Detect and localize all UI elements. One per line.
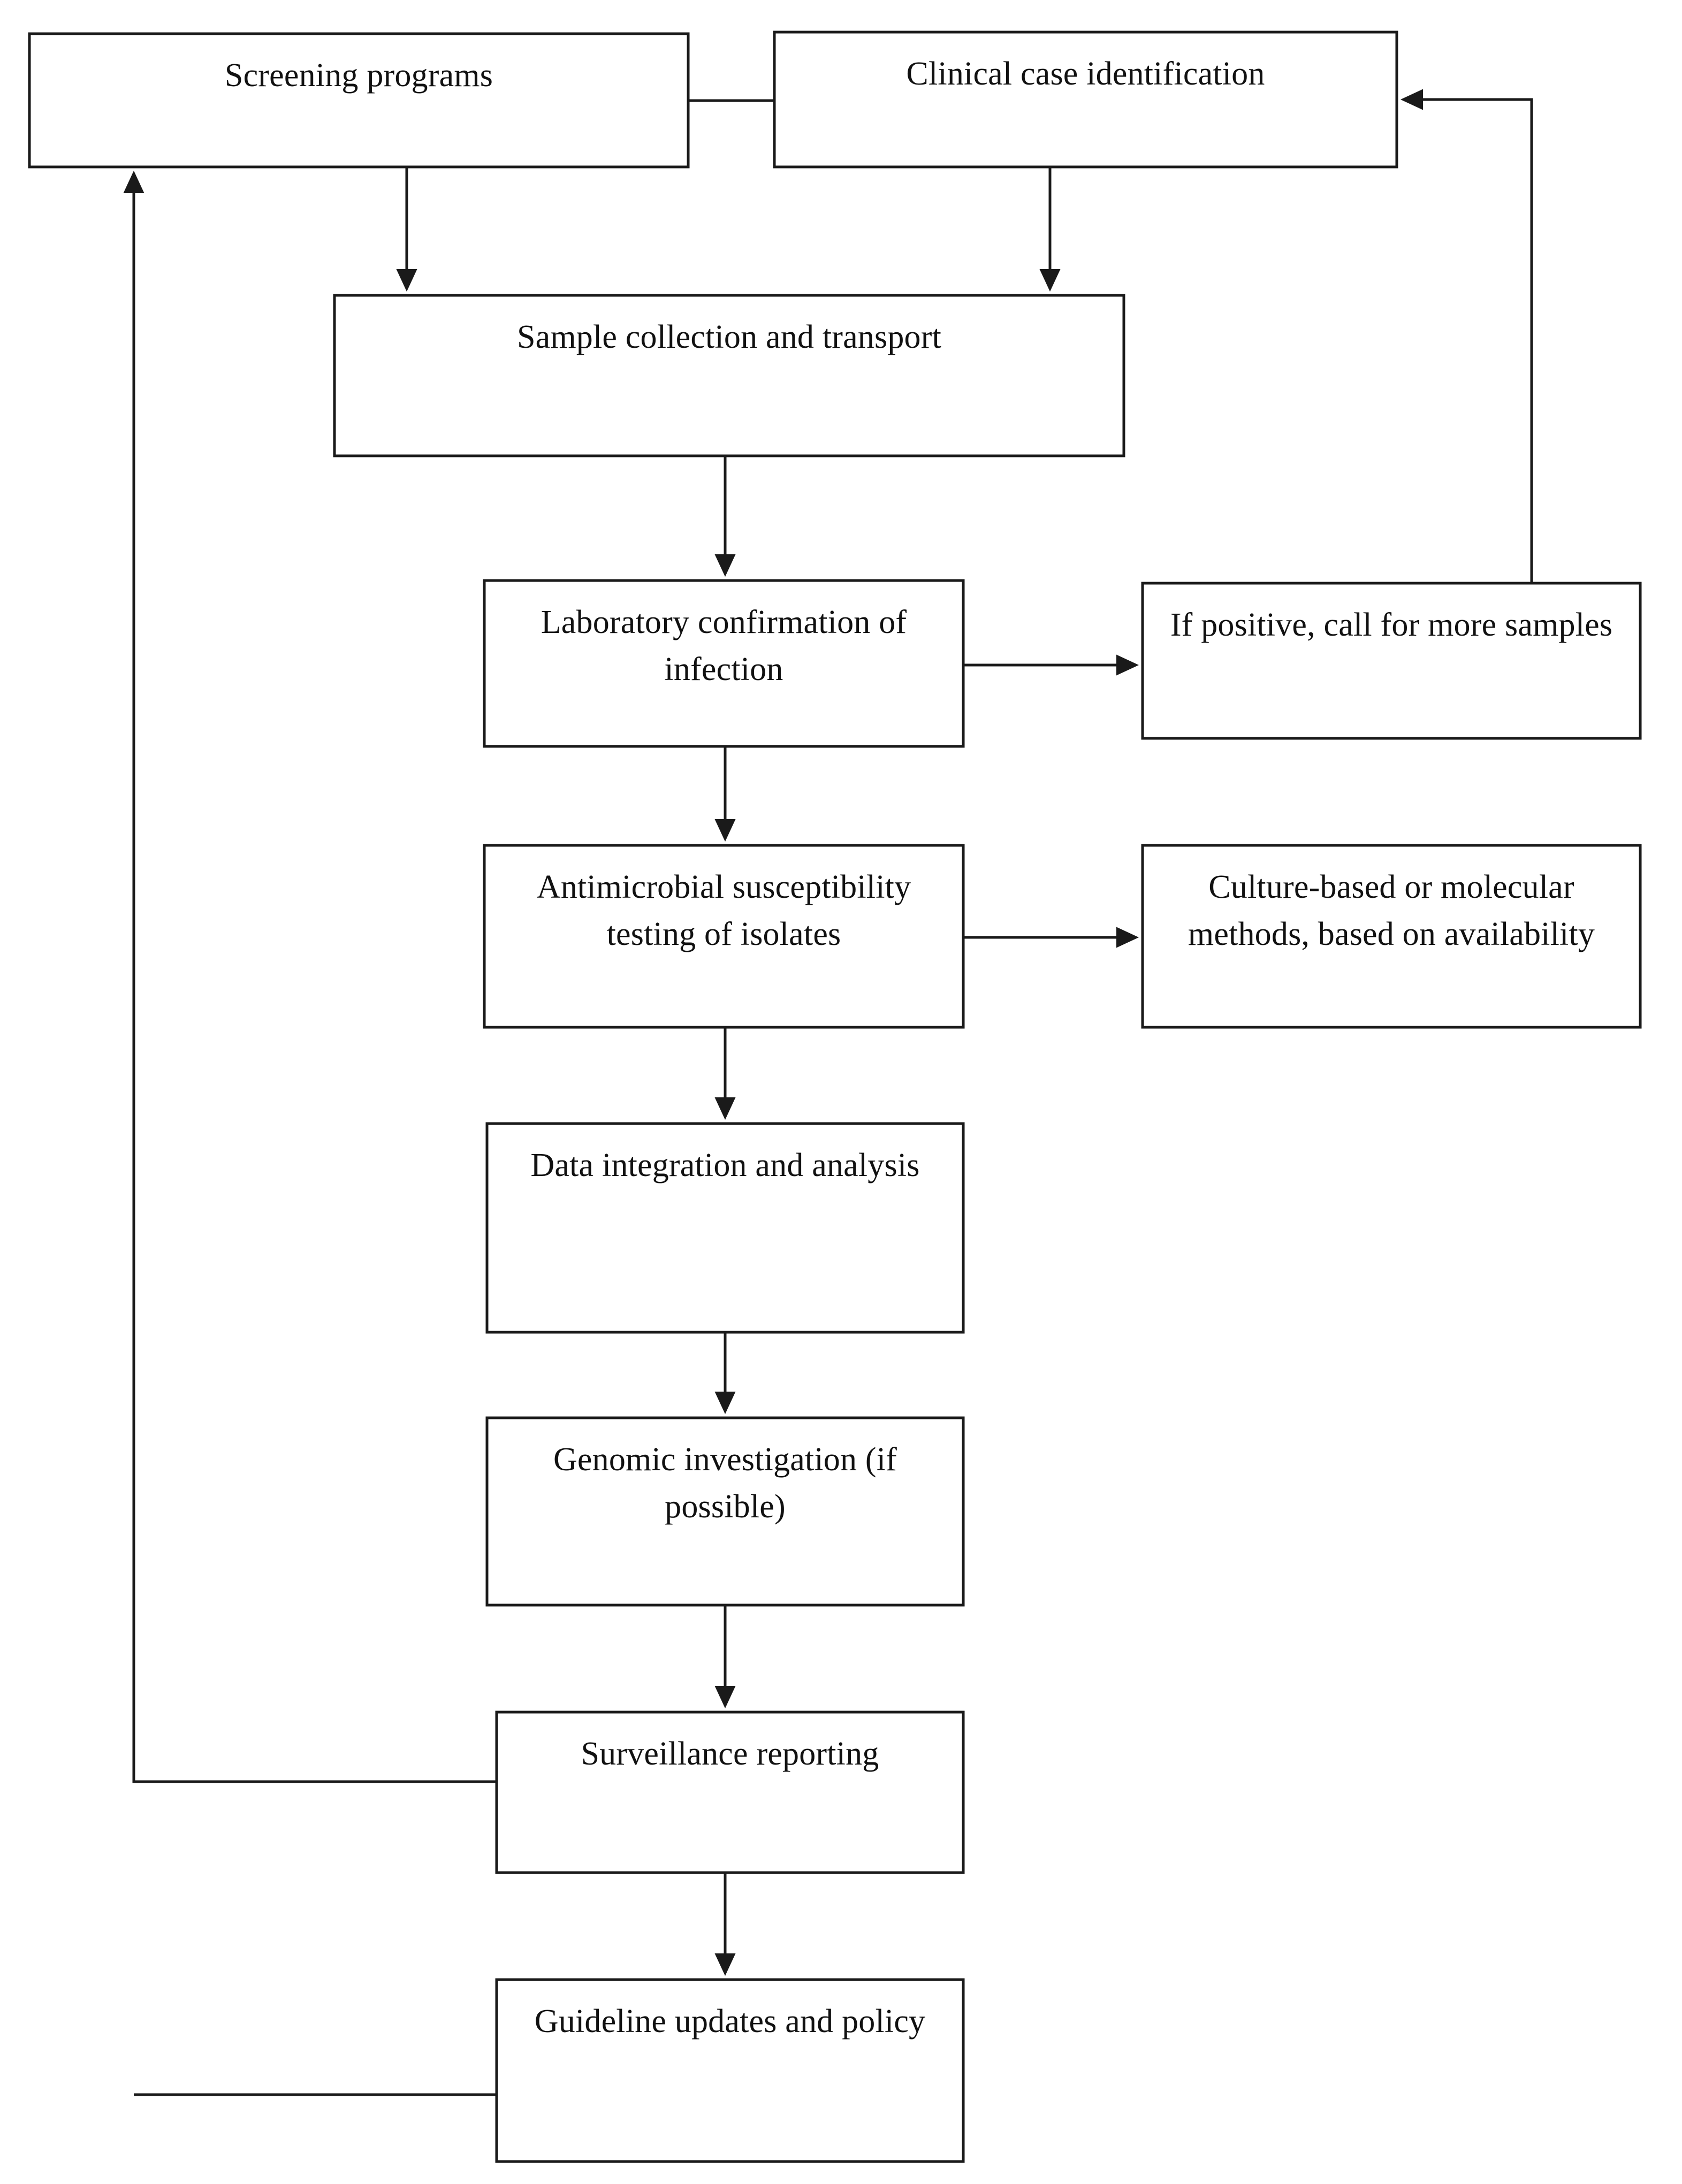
node-culture-based-or-molecular-methods[interactable] bbox=[1141, 844, 1642, 1029]
node-screening-programs[interactable] bbox=[28, 32, 690, 169]
node-layer bbox=[28, 30, 1642, 2163]
node-sample-collection-and-transport[interactable] bbox=[333, 294, 1125, 457]
node-genomic-investigation-if-possible[interactable] bbox=[485, 1416, 965, 1607]
node-laboratory-confirmation-of-infection[interactable] bbox=[483, 579, 965, 748]
edge-layer bbox=[123, 89, 1533, 2096]
edge-surveillance-feedback-to-screening bbox=[123, 171, 497, 1783]
edge-if-positive-to-clinical-feedback bbox=[1401, 89, 1533, 583]
node-data-integration-and-analysis[interactable] bbox=[485, 1122, 965, 1334]
node-if-positive-call-for-more-samples[interactable] bbox=[1141, 582, 1642, 740]
node-antimicrobial-susceptibility-testing-of-isolates[interactable] bbox=[483, 844, 965, 1029]
node-clinical-case-identification[interactable] bbox=[773, 30, 1398, 169]
node-surveillance-reporting[interactable] bbox=[495, 1710, 965, 1874]
node-guideline-updates-and-policy[interactable] bbox=[495, 1978, 965, 2163]
